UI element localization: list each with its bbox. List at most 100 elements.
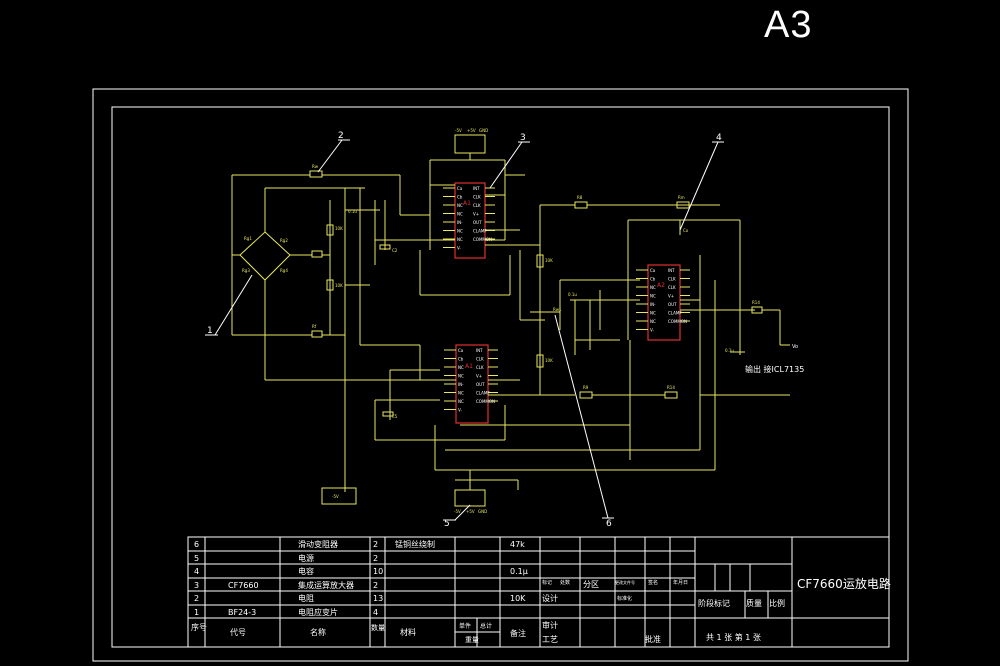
- strain-gauge-bridge: Rg1 Rg2 Rg3 Rg4: [232, 187, 365, 380]
- chip-pin-right: CLK: [476, 365, 484, 370]
- chip-upper: A1 CaCbNCNCIN-NCNCV-INTCLKCLKV+OUTCLAMPC…: [374, 159, 540, 296]
- rev-count: 处数: [560, 579, 570, 586]
- bom-cell: 13: [373, 594, 383, 603]
- bom-cell: 2: [373, 581, 378, 590]
- callout-3: 3: [520, 133, 526, 143]
- callout-6: 6: [606, 519, 612, 529]
- bom-cell: 集成运算放大器: [298, 580, 354, 590]
- rev-sign: 签名: [648, 579, 658, 586]
- chip-pin-left: NC: [457, 203, 463, 208]
- bom-cell: 滑动变阻器: [298, 539, 338, 549]
- middle-network: 10K 10K R8 Rw1 0.1u: [519, 195, 670, 395]
- power-left-label: -5V: [332, 494, 339, 499]
- svg-text:Rm: Rm: [678, 195, 685, 200]
- drawing-title: CF7660运放电路: [797, 576, 891, 591]
- svg-text:C5: C5: [392, 414, 398, 419]
- chip-pin-left: NC: [650, 319, 656, 324]
- chip-pin-left: NC: [458, 391, 464, 396]
- schematic: Rg1 Rg2 Rg3 Rg4 Rw Rf 10K 10K: [205, 128, 804, 529]
- bom-header-code: 代号: [230, 627, 246, 637]
- svg-text:Rg1: Rg1: [244, 236, 252, 241]
- svg-text:Co: Co: [683, 228, 689, 233]
- approval-approve: 批准: [645, 634, 661, 644]
- sheet-size-label: A3: [764, 4, 813, 46]
- chip-pin-right: CLK: [668, 285, 676, 290]
- stage-weight: 质量: [746, 598, 762, 608]
- chip-pin-right: COMMON: [668, 319, 687, 324]
- chip-pin-left: IN-: [458, 382, 464, 387]
- bom-cell: 电源: [298, 553, 314, 563]
- bom-cell: 10: [373, 567, 383, 576]
- callout-1: 1: [207, 326, 213, 336]
- rev-doc: 更改文件号: [615, 579, 635, 585]
- callout-4: 4: [716, 133, 722, 143]
- chip-pin-right: INT: [476, 348, 483, 353]
- chip-pin-right: INT: [668, 268, 675, 273]
- svg-text:Rg2: Rg2: [280, 238, 288, 243]
- bom-cell: 10K: [510, 594, 526, 603]
- callouts: 1 2 3 4 5 6: [205, 131, 724, 529]
- stage-scale: 比例: [769, 598, 785, 608]
- rev-mark: 标记: [542, 579, 552, 586]
- bom-cell: 4: [194, 567, 199, 576]
- approval-process: 工艺: [542, 635, 558, 644]
- chip-pin-left: IN-: [650, 302, 656, 307]
- chip-pin-left: Ca: [457, 186, 463, 191]
- sheet-count: 共 1 张 第 1 张: [706, 632, 761, 642]
- chip-pin-right: CLK: [473, 203, 481, 208]
- output-terminal: Vo: [792, 344, 798, 350]
- stage-mark: 阶段标记: [698, 598, 730, 608]
- chip-pin-right: CLAMP: [476, 391, 490, 396]
- svg-text:A2: A2: [657, 282, 665, 289]
- svg-text:R14: R14: [667, 385, 675, 390]
- chip-lower: A1 CaCbNCNCIN-NCNCV-INTCLKCLKV+OUTCLAMPC…: [374, 340, 715, 490]
- svg-text:10K: 10K: [545, 258, 553, 263]
- power-top-1: -5V: [455, 128, 462, 133]
- chip-pin-right: CLK: [473, 195, 481, 200]
- bom-cell: 2: [373, 554, 378, 563]
- callout-5: 5: [444, 519, 450, 529]
- svg-text:0.1u: 0.1u: [725, 348, 734, 353]
- chip-pin-left: NC: [458, 365, 464, 370]
- bom-cell: 2: [194, 594, 199, 603]
- approval-standard: 标准化: [617, 595, 632, 602]
- bom-header-single: 单件: [459, 622, 471, 630]
- chip-pin-left: Ca: [458, 348, 464, 353]
- chip-pin-right: OUT: [473, 220, 482, 225]
- approval-design: 设计: [542, 593, 558, 603]
- chip-pin-left: V-: [650, 328, 655, 333]
- bom-cell: 4: [373, 608, 378, 617]
- power-bottom-2: +5V: [466, 509, 475, 514]
- chip-pin-left: NC: [458, 399, 464, 404]
- chip-pin-right: V+: [668, 294, 674, 299]
- chip-pin-right: INT: [473, 186, 480, 191]
- svg-text:R14: R14: [752, 300, 760, 305]
- chip-pin-left: Ca: [650, 268, 656, 273]
- svg-text:0.1u: 0.1u: [348, 209, 357, 214]
- chip-pin-right: V+: [473, 212, 479, 217]
- chip-pin-left: Cb: [458, 357, 464, 362]
- chip-pin-left: NC: [457, 237, 463, 242]
- bom-cell: 电容: [298, 566, 314, 576]
- bom-header-note: 备注: [510, 628, 526, 638]
- chip-pin-right: V+: [476, 374, 482, 379]
- bom-cell: 电阻: [298, 593, 314, 603]
- chip-pin-right: CLAMP: [473, 229, 487, 234]
- chip-pin-right: COMMON: [473, 237, 492, 242]
- svg-text:10K: 10K: [335, 283, 343, 288]
- bom-cell: 电阻应变片: [298, 607, 338, 617]
- bridge-wiring: Rw Rf 10K 10K 0.1u -5V: [231, 164, 420, 505]
- bom-header-weight: 重量: [465, 636, 479, 644]
- svg-text:R8: R8: [577, 195, 583, 200]
- chip-pin-right: CLK: [668, 277, 676, 282]
- chip-lower-label: A1: [465, 363, 473, 370]
- svg-text:Rw: Rw: [312, 164, 319, 169]
- bom-header-no: 序号: [191, 622, 207, 632]
- bom-cell: 5: [194, 554, 199, 563]
- chip-pin-right: OUT: [476, 382, 485, 387]
- chip-pin-left: V-: [458, 408, 463, 413]
- chip-pin-left: NC: [458, 374, 464, 379]
- power-top-2: +5V: [467, 128, 476, 133]
- svg-text:10K: 10K: [545, 358, 553, 363]
